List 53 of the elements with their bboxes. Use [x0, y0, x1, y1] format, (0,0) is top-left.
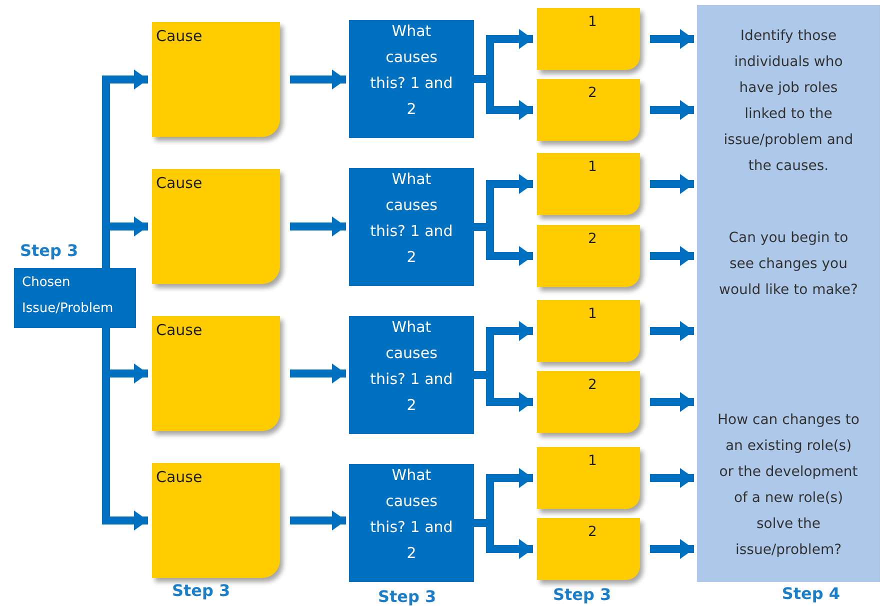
step-label: Step 3 — [553, 586, 612, 604]
note-text: Cause — [156, 321, 204, 339]
arrow — [650, 174, 694, 194]
note-text: Cause — [156, 174, 204, 192]
sticky-note — [537, 518, 640, 580]
note-text: 1 — [587, 306, 598, 322]
note-text: 2 — [587, 524, 598, 540]
sticky-note — [537, 371, 640, 433]
question-text: What causes this? 1 and 2 — [369, 169, 454, 268]
sticky-note — [537, 153, 640, 215]
arrow — [290, 510, 346, 530]
sticky-note — [537, 8, 640, 70]
arrow — [290, 216, 346, 236]
panel-text: Can you begin to see changes you would like to make? — [718, 229, 859, 300]
question-box — [349, 464, 474, 582]
question-text: What causes this? 1 and 2 — [369, 465, 454, 564]
arrow — [650, 539, 694, 559]
question-text: What causes this? 1 and 2 — [369, 21, 454, 120]
arrow — [290, 364, 346, 384]
question-box — [349, 168, 474, 286]
sticky-note — [152, 22, 280, 137]
sticky-note — [537, 300, 640, 362]
arrow — [650, 468, 694, 488]
step-heading: Step 3 — [20, 242, 78, 260]
question-text: What causes this? 1 and 2 — [369, 317, 454, 416]
sticky-note — [537, 225, 640, 287]
sticky-note — [152, 169, 280, 284]
note-text: 2 — [587, 85, 598, 101]
note-text: Cause — [156, 468, 204, 486]
step-label: Step 3 — [378, 588, 436, 606]
question-box — [349, 316, 474, 434]
sticky-note — [537, 447, 640, 509]
note-text: 1 — [587, 159, 598, 175]
arrow — [650, 29, 694, 49]
arrow — [650, 321, 694, 341]
box-text: Chosen Issue/Problem — [22, 274, 114, 318]
arrow — [290, 70, 346, 90]
arrow — [650, 246, 694, 266]
sticky-note — [537, 79, 640, 141]
note-text: 1 — [587, 453, 598, 469]
note-text: Cause — [156, 27, 204, 45]
note-text: 1 — [587, 14, 598, 30]
arrow — [650, 392, 694, 412]
note-text: 2 — [587, 377, 598, 393]
sticky-note — [152, 316, 280, 431]
arrow — [650, 100, 694, 120]
sticky-note — [152, 463, 280, 578]
note-text: 2 — [587, 231, 598, 247]
question-box — [349, 20, 474, 138]
step-label: Step 3 — [172, 582, 230, 600]
panel-text: How can changes to an existing role(s) or the development of a new role(s) solve the issue/problem? — [717, 411, 860, 560]
panel-text: Identify those individuals who have job roles linked to the issue/problem and the causes. — [722, 27, 854, 176]
step-label: Step 4 — [782, 585, 840, 603]
